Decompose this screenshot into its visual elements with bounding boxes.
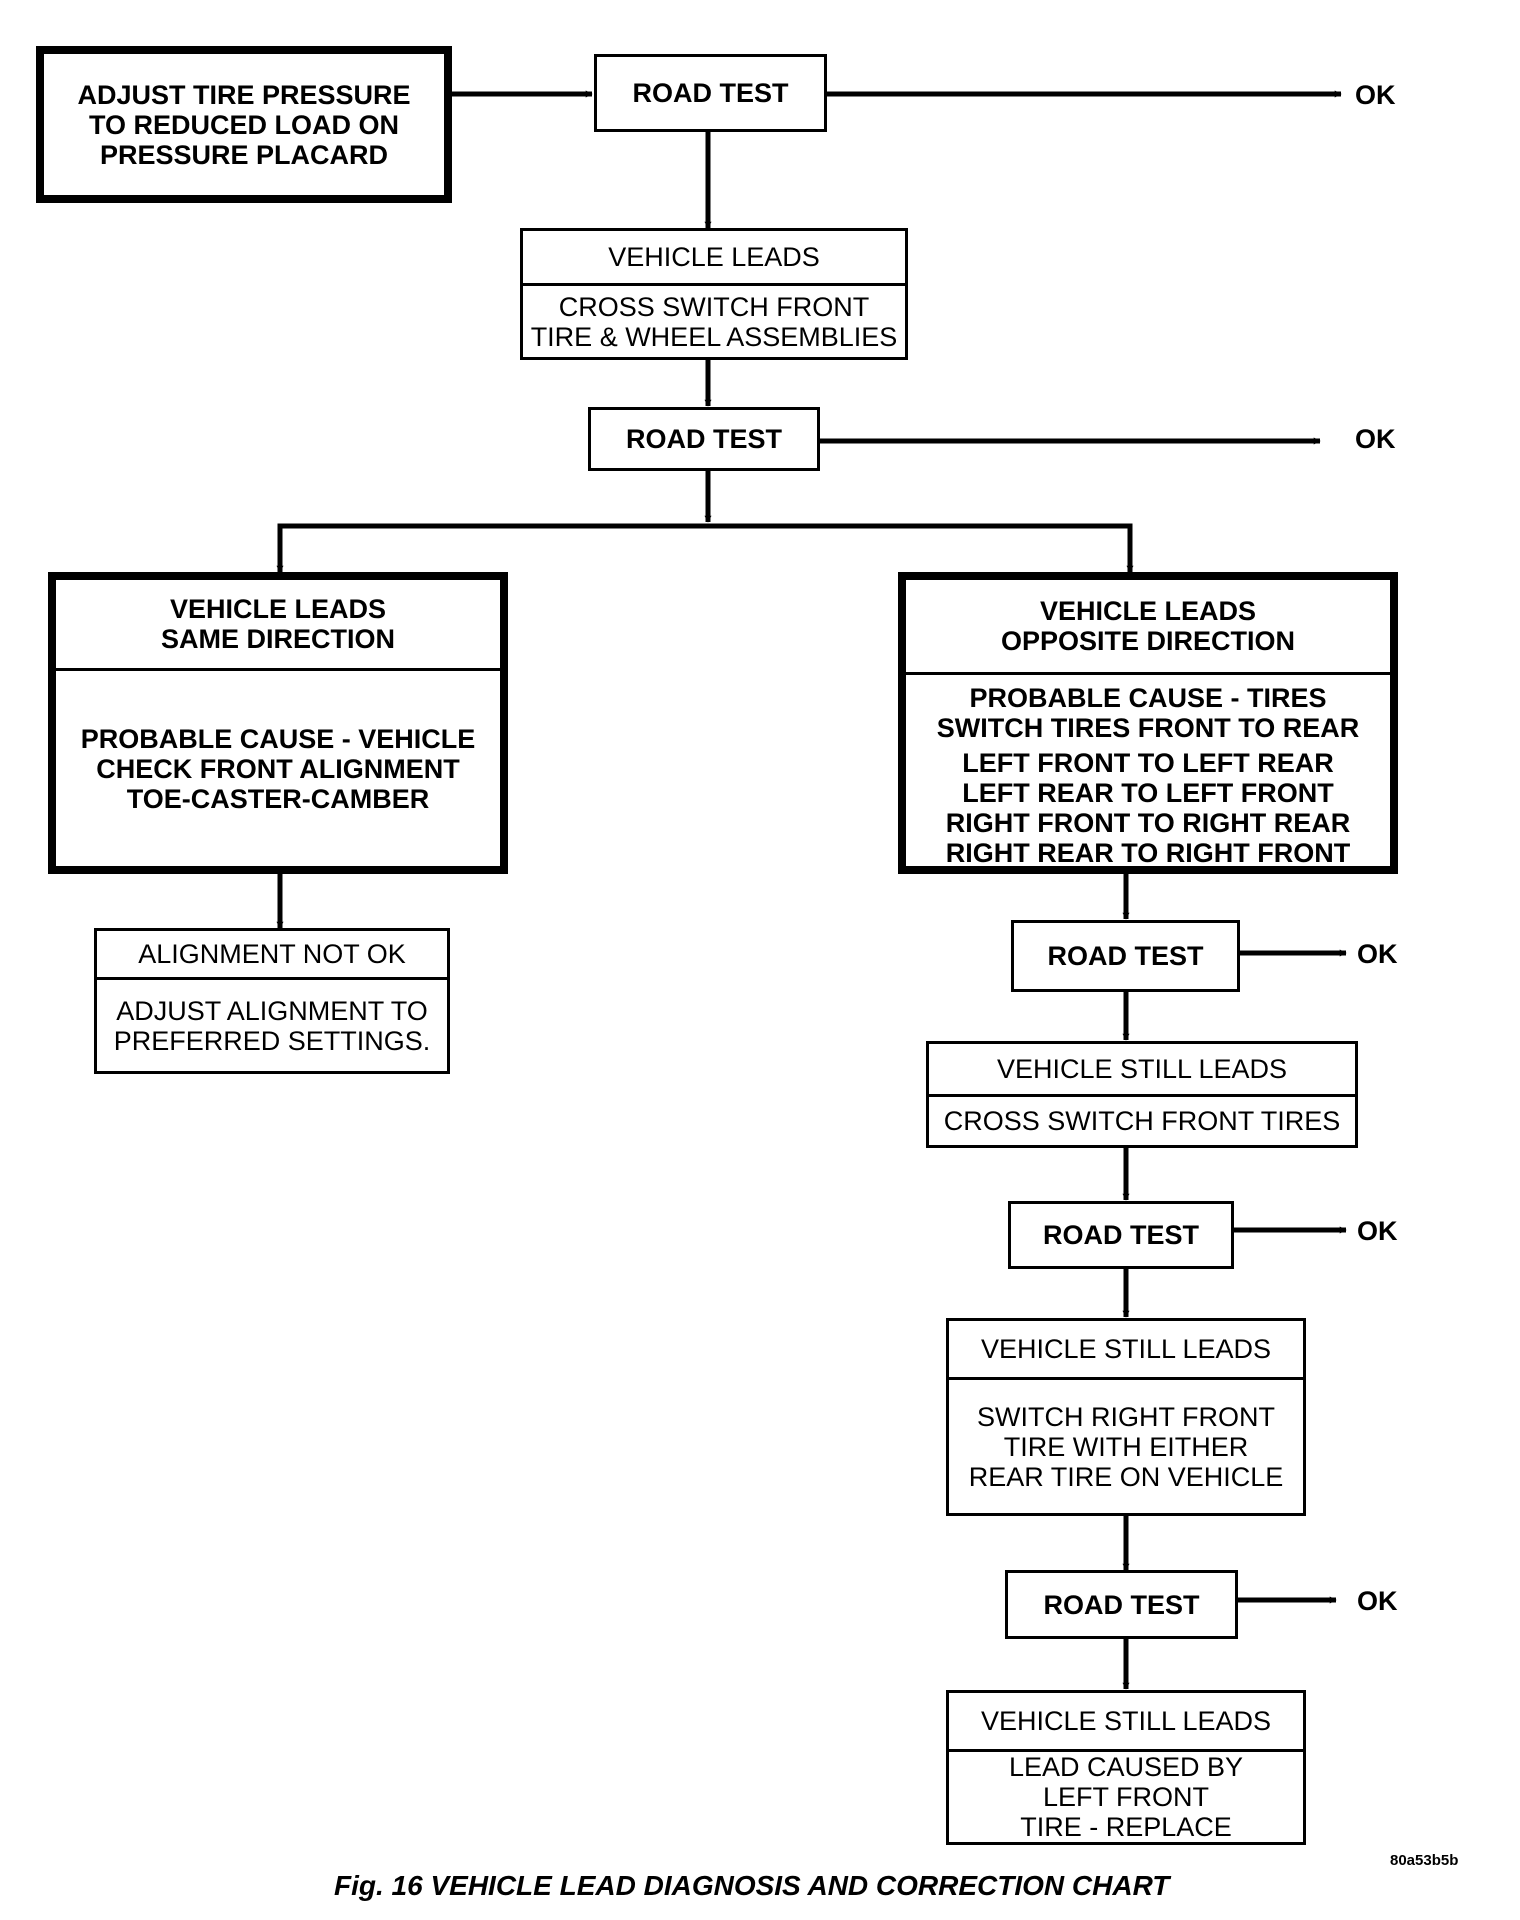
start-box: ADJUST TIRE PRESSURE TO REDUCED LOAD ON … [36, 46, 452, 203]
road-test-5-ok: OK [1357, 1586, 1398, 1616]
right-front-body: SWITCH RIGHT FRONT TIRE WITH EITHER REAR… [949, 1377, 1303, 1513]
alignment-body: ADJUST ALIGNMENT TO PREFERRED SETTINGS. [97, 977, 447, 1071]
cross-switch-body: CROSS SWITCH FRONT TIRE & WHEEL ASSEMBLI… [523, 283, 905, 357]
road-test-4-ok: OK [1357, 1216, 1398, 1246]
alignment-box: ALIGNMENT NOT OK ADJUST ALIGNMENT TO PRE… [94, 928, 450, 1074]
road-test-1-ok: OK [1355, 80, 1396, 110]
same-direction-header: VEHICLE LEADS SAME DIRECTION [160, 594, 395, 654]
alignment-header: ALIGNMENT NOT OK [138, 939, 406, 969]
road-test-1-label: ROAD TEST [632, 78, 789, 108]
start-text: ADJUST TIRE PRESSURE TO REDUCED LOAD ON … [77, 79, 411, 170]
cross-switch-box: VEHICLE LEADS CROSS SWITCH FRONT TIRE & … [520, 228, 908, 360]
road-test-2-box: ROAD TEST [588, 407, 820, 471]
same-direction-body: PROBABLE CAUSE - VEHICLE CHECK FRONT ALI… [56, 668, 500, 866]
same-direction-box: VEHICLE LEADS SAME DIRECTION PROBABLE CA… [48, 572, 508, 874]
road-test-2-label: ROAD TEST [625, 424, 782, 454]
road-test-3-label: ROAD TEST [1047, 941, 1204, 971]
front-tires-body: CROSS SWITCH FRONT TIRES [929, 1094, 1355, 1145]
road-test-3-ok: OK [1357, 939, 1398, 969]
right-front-header: VEHICLE STILL LEADS [980, 1334, 1272, 1364]
final-header: VEHICLE STILL LEADS [980, 1706, 1272, 1736]
right-front-box: VEHICLE STILL LEADS SWITCH RIGHT FRONT T… [946, 1318, 1306, 1516]
split-connector [277, 523, 1134, 573]
figure-caption: Fig. 16 VEHICLE LEAD DIAGNOSIS AND CORRE… [334, 1870, 1170, 1901]
front-tires-box: VEHICLE STILL LEADS CROSS SWITCH FRONT T… [926, 1041, 1358, 1148]
road-test-4-label: ROAD TEST [1042, 1220, 1199, 1250]
road-test-4-box: ROAD TEST [1008, 1201, 1234, 1269]
road-test-5-label: ROAD TEST [1043, 1589, 1200, 1620]
road-test-5-box: ROAD TEST [1005, 1570, 1238, 1639]
opposite-direction-header: VEHICLE LEADS OPPOSITE DIRECTION [1000, 596, 1296, 656]
opposite-direction-box: VEHICLE LEADS OPPOSITE DIRECTION PROBABL… [898, 572, 1398, 874]
opposite-direction-cause: PROBABLE CAUSE - TIRES SWITCH TIRES FRON… [906, 672, 1390, 750]
cross-switch-header: VEHICLE LEADS [608, 242, 820, 272]
front-tires-header: VEHICLE STILL LEADS [996, 1054, 1288, 1084]
road-test-2-ok: OK [1355, 424, 1396, 454]
opposite-direction-moves: LEFT FRONT TO LEFT REAR LEFT REAR TO LEF… [945, 748, 1351, 868]
figure-code: 80a53b5b [1390, 1852, 1459, 1869]
road-test-3-box: ROAD TEST [1011, 920, 1240, 992]
final-body: LEAD CAUSED BY LEFT FRONT TIRE - REPLACE [949, 1749, 1303, 1842]
road-test-1-box: ROAD TEST [594, 54, 827, 132]
final-box: VEHICLE STILL LEADS LEAD CAUSED BY LEFT … [946, 1690, 1306, 1845]
